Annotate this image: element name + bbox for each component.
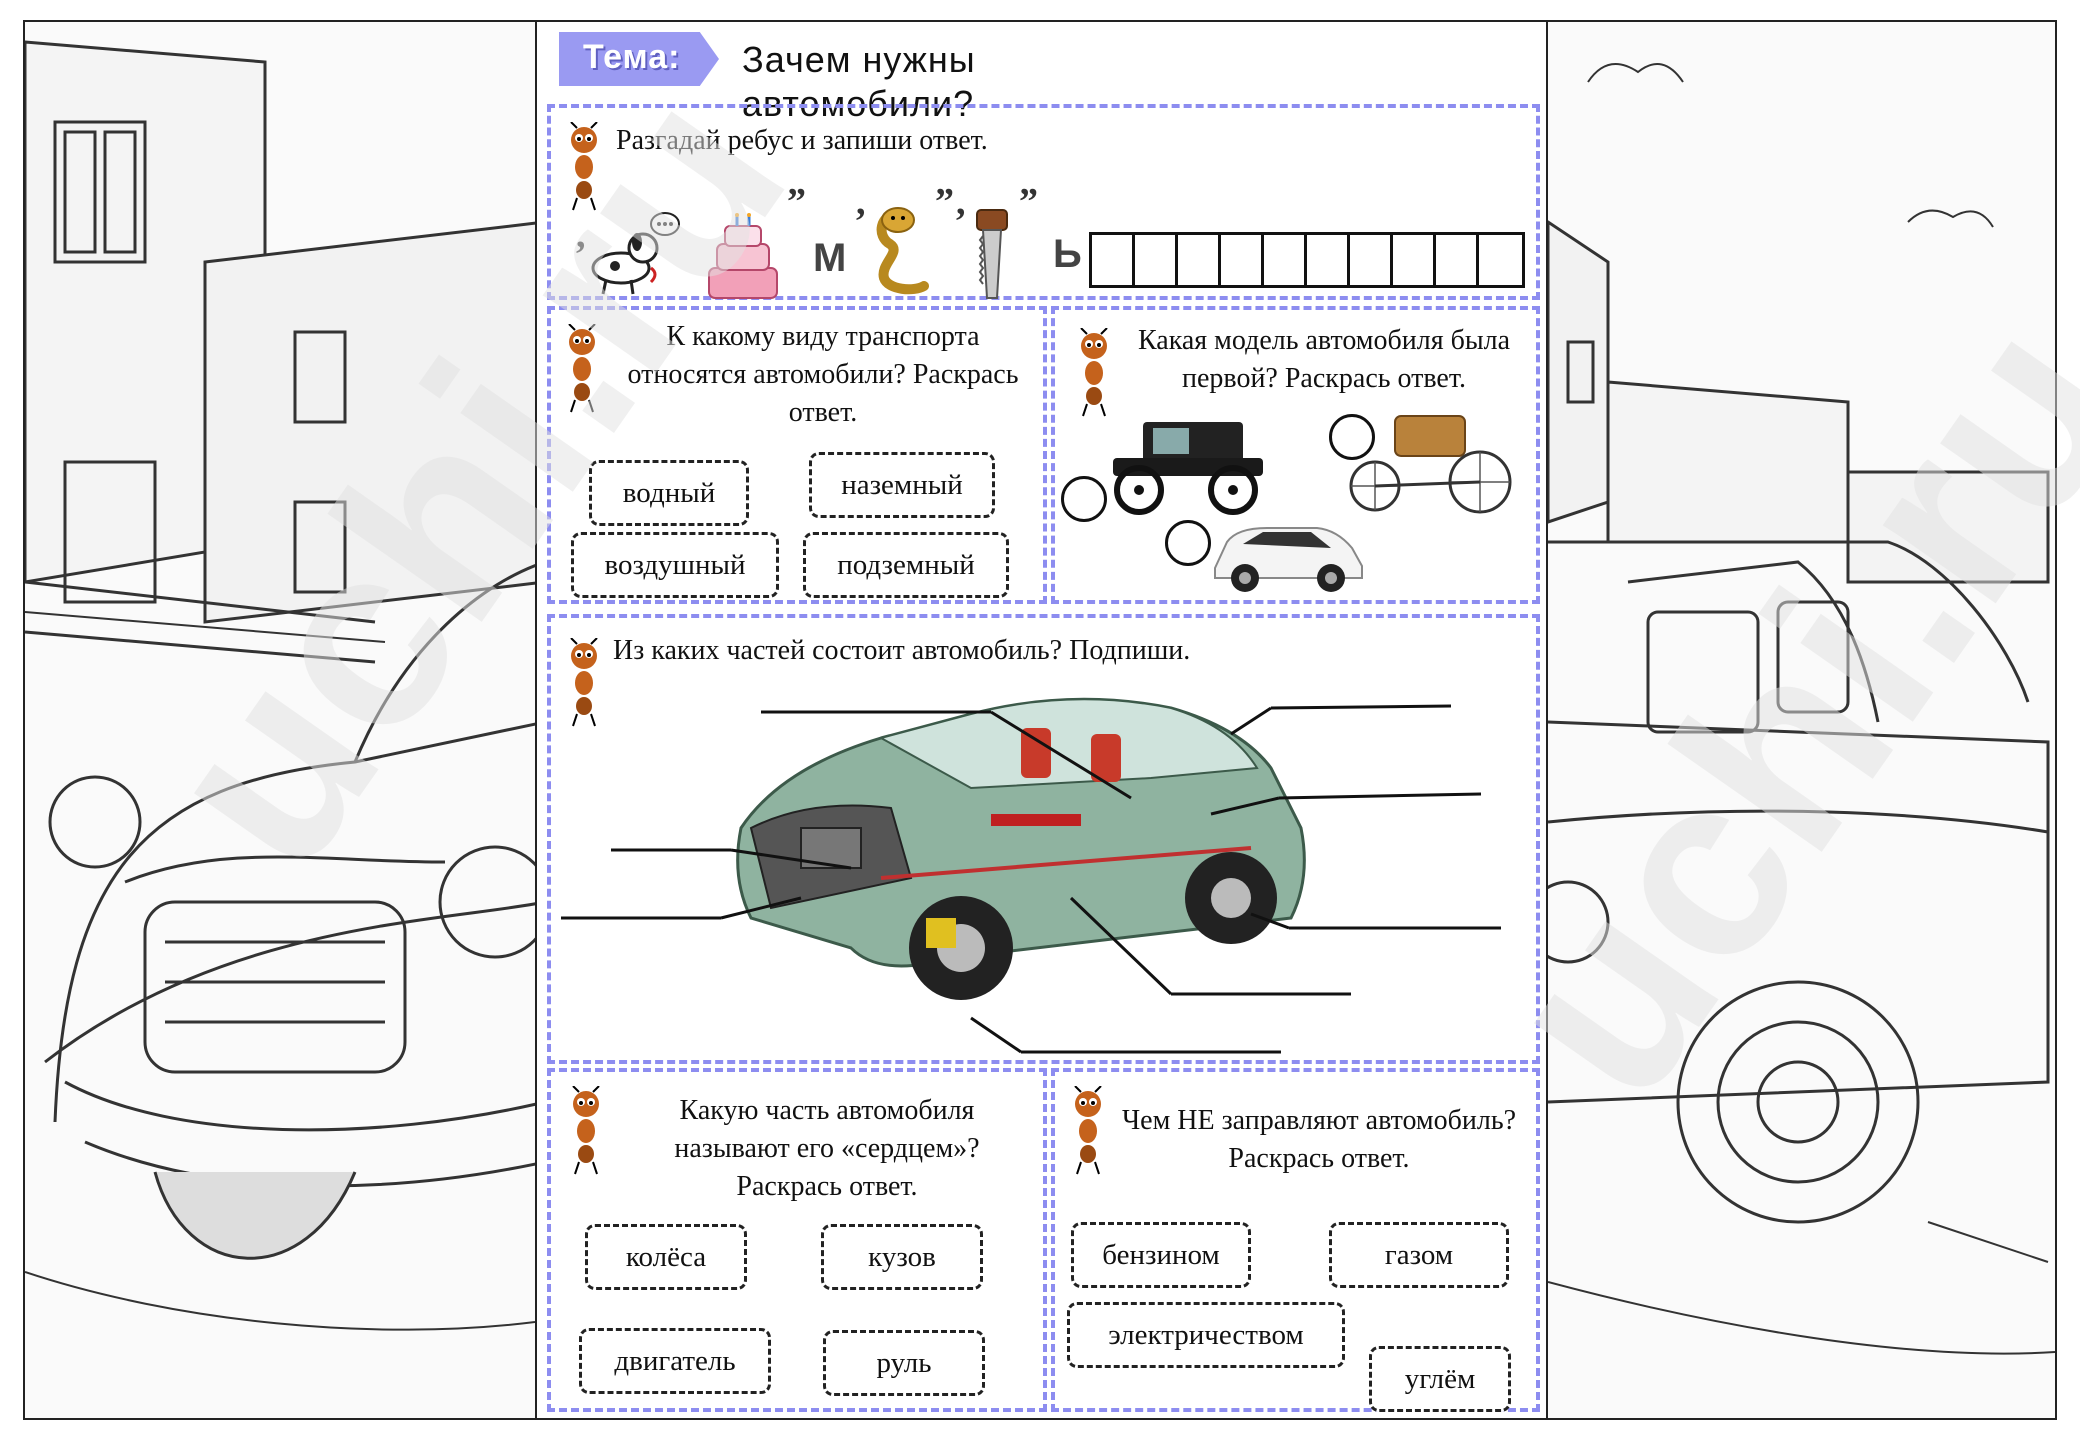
answer-circle[interactable] [1061, 476, 1107, 522]
page-frame [23, 20, 2057, 1420]
topic-title: Зачем нужны автомобили? [742, 39, 976, 124]
answer-cell[interactable] [1092, 235, 1135, 285]
answer-circle[interactable] [1165, 520, 1211, 566]
fuel-task: Чем НЕ заправляют автомобиль? Раскрась о… [1051, 1068, 1540, 1412]
option-ground[interactable]: наземный [809, 452, 995, 518]
option-gasoline[interactable]: бензином [1071, 1222, 1251, 1288]
fuel-question: Чем НЕ заправляют автомобиль? Раскрась о… [1121, 1105, 1517, 1174]
rebus-letter-m: М [813, 236, 847, 280]
answer-cell[interactable] [1436, 235, 1479, 285]
left-car-illustration [25, 22, 535, 1418]
option-wheels[interactable]: колёса [585, 1224, 747, 1290]
ant-icon [572, 1086, 600, 1175]
answer-cell[interactable] [1479, 235, 1522, 285]
option-coal[interactable]: углём [1369, 1346, 1511, 1412]
saw-icon [976, 209, 1008, 299]
rebus-comma: , [576, 214, 586, 256]
rebus-task: Разгадай ребус и запиши ответ. , ” М , [547, 104, 1540, 300]
car-heart-task: Какую часть автомобиля называют его «сер… [547, 1068, 1047, 1412]
answer-cell[interactable] [1393, 235, 1436, 285]
option-air[interactable]: воздушный [571, 532, 779, 598]
answer-circle[interactable] [1329, 414, 1375, 460]
answer-cell[interactable] [1221, 235, 1264, 285]
cake-icon [708, 213, 778, 299]
rebus-letter-soft-sign: Ь [1053, 232, 1082, 276]
modern-suv-icon [1214, 527, 1363, 592]
option-gas[interactable]: газом [1329, 1222, 1509, 1288]
car-heart-question: Какую часть автомобиля называют его «сер… [674, 1095, 980, 1202]
worksheet: Тема: Зачем нужны автомобили? Разгадай р… [535, 22, 1548, 1418]
transport-type-task: К какому виду транспорта относятся автом… [547, 306, 1047, 604]
topic-label: Тема: [583, 38, 681, 76]
ant-icon [570, 122, 598, 211]
benz-motorwagen-icon [1349, 415, 1512, 514]
ford-model-t-icon [1113, 422, 1263, 515]
ant-icon [1074, 1086, 1102, 1175]
rebus-comma: , [956, 181, 966, 223]
car-parts-question: Из каких частей состоит автомобиль? Подп… [613, 635, 1191, 666]
answer-cell[interactable] [1307, 235, 1350, 285]
answer-cell[interactable] [1178, 235, 1221, 285]
rebus-comma: ” [935, 181, 954, 223]
answer-cell[interactable] [1135, 235, 1178, 285]
option-engine[interactable]: двигатель [579, 1328, 771, 1394]
answer-cell[interactable] [1264, 235, 1307, 285]
ant-icon [570, 638, 598, 727]
car-cutaway-diagram [561, 697, 1501, 1054]
rebus-comma: , [856, 181, 866, 223]
topic-tag: Тема: [559, 32, 719, 86]
ant-icon [1080, 328, 1108, 417]
dog-icon [591, 212, 680, 295]
option-water[interactable]: водный [589, 460, 749, 526]
first-model-task: Какая модель автомобиля была первой? Рас… [1051, 306, 1540, 604]
option-steering-wheel[interactable]: руль [823, 1330, 985, 1396]
answer-grid[interactable] [1089, 232, 1525, 288]
option-body[interactable]: кузов [821, 1224, 983, 1290]
rebus-comma: ” [1019, 181, 1038, 223]
option-electricity[interactable]: электричеством [1067, 1302, 1345, 1368]
ant-icon [568, 324, 596, 413]
right-car-illustration [1548, 22, 2055, 1418]
transport-question: К какому виду транспорта относятся автом… [627, 321, 1019, 428]
cobra-icon [876, 207, 929, 295]
rebus-question: Разгадай ребус и запиши ответ. [616, 125, 988, 156]
option-underground[interactable]: подземный [803, 532, 1009, 598]
car-parts-task: Из каких частей состоит автомобиль? Подп… [547, 614, 1540, 1064]
answer-cell[interactable] [1350, 235, 1393, 285]
rebus-comma: ” [787, 181, 806, 223]
first-model-question: Какая модель автомобиля была первой? Рас… [1137, 325, 1511, 394]
